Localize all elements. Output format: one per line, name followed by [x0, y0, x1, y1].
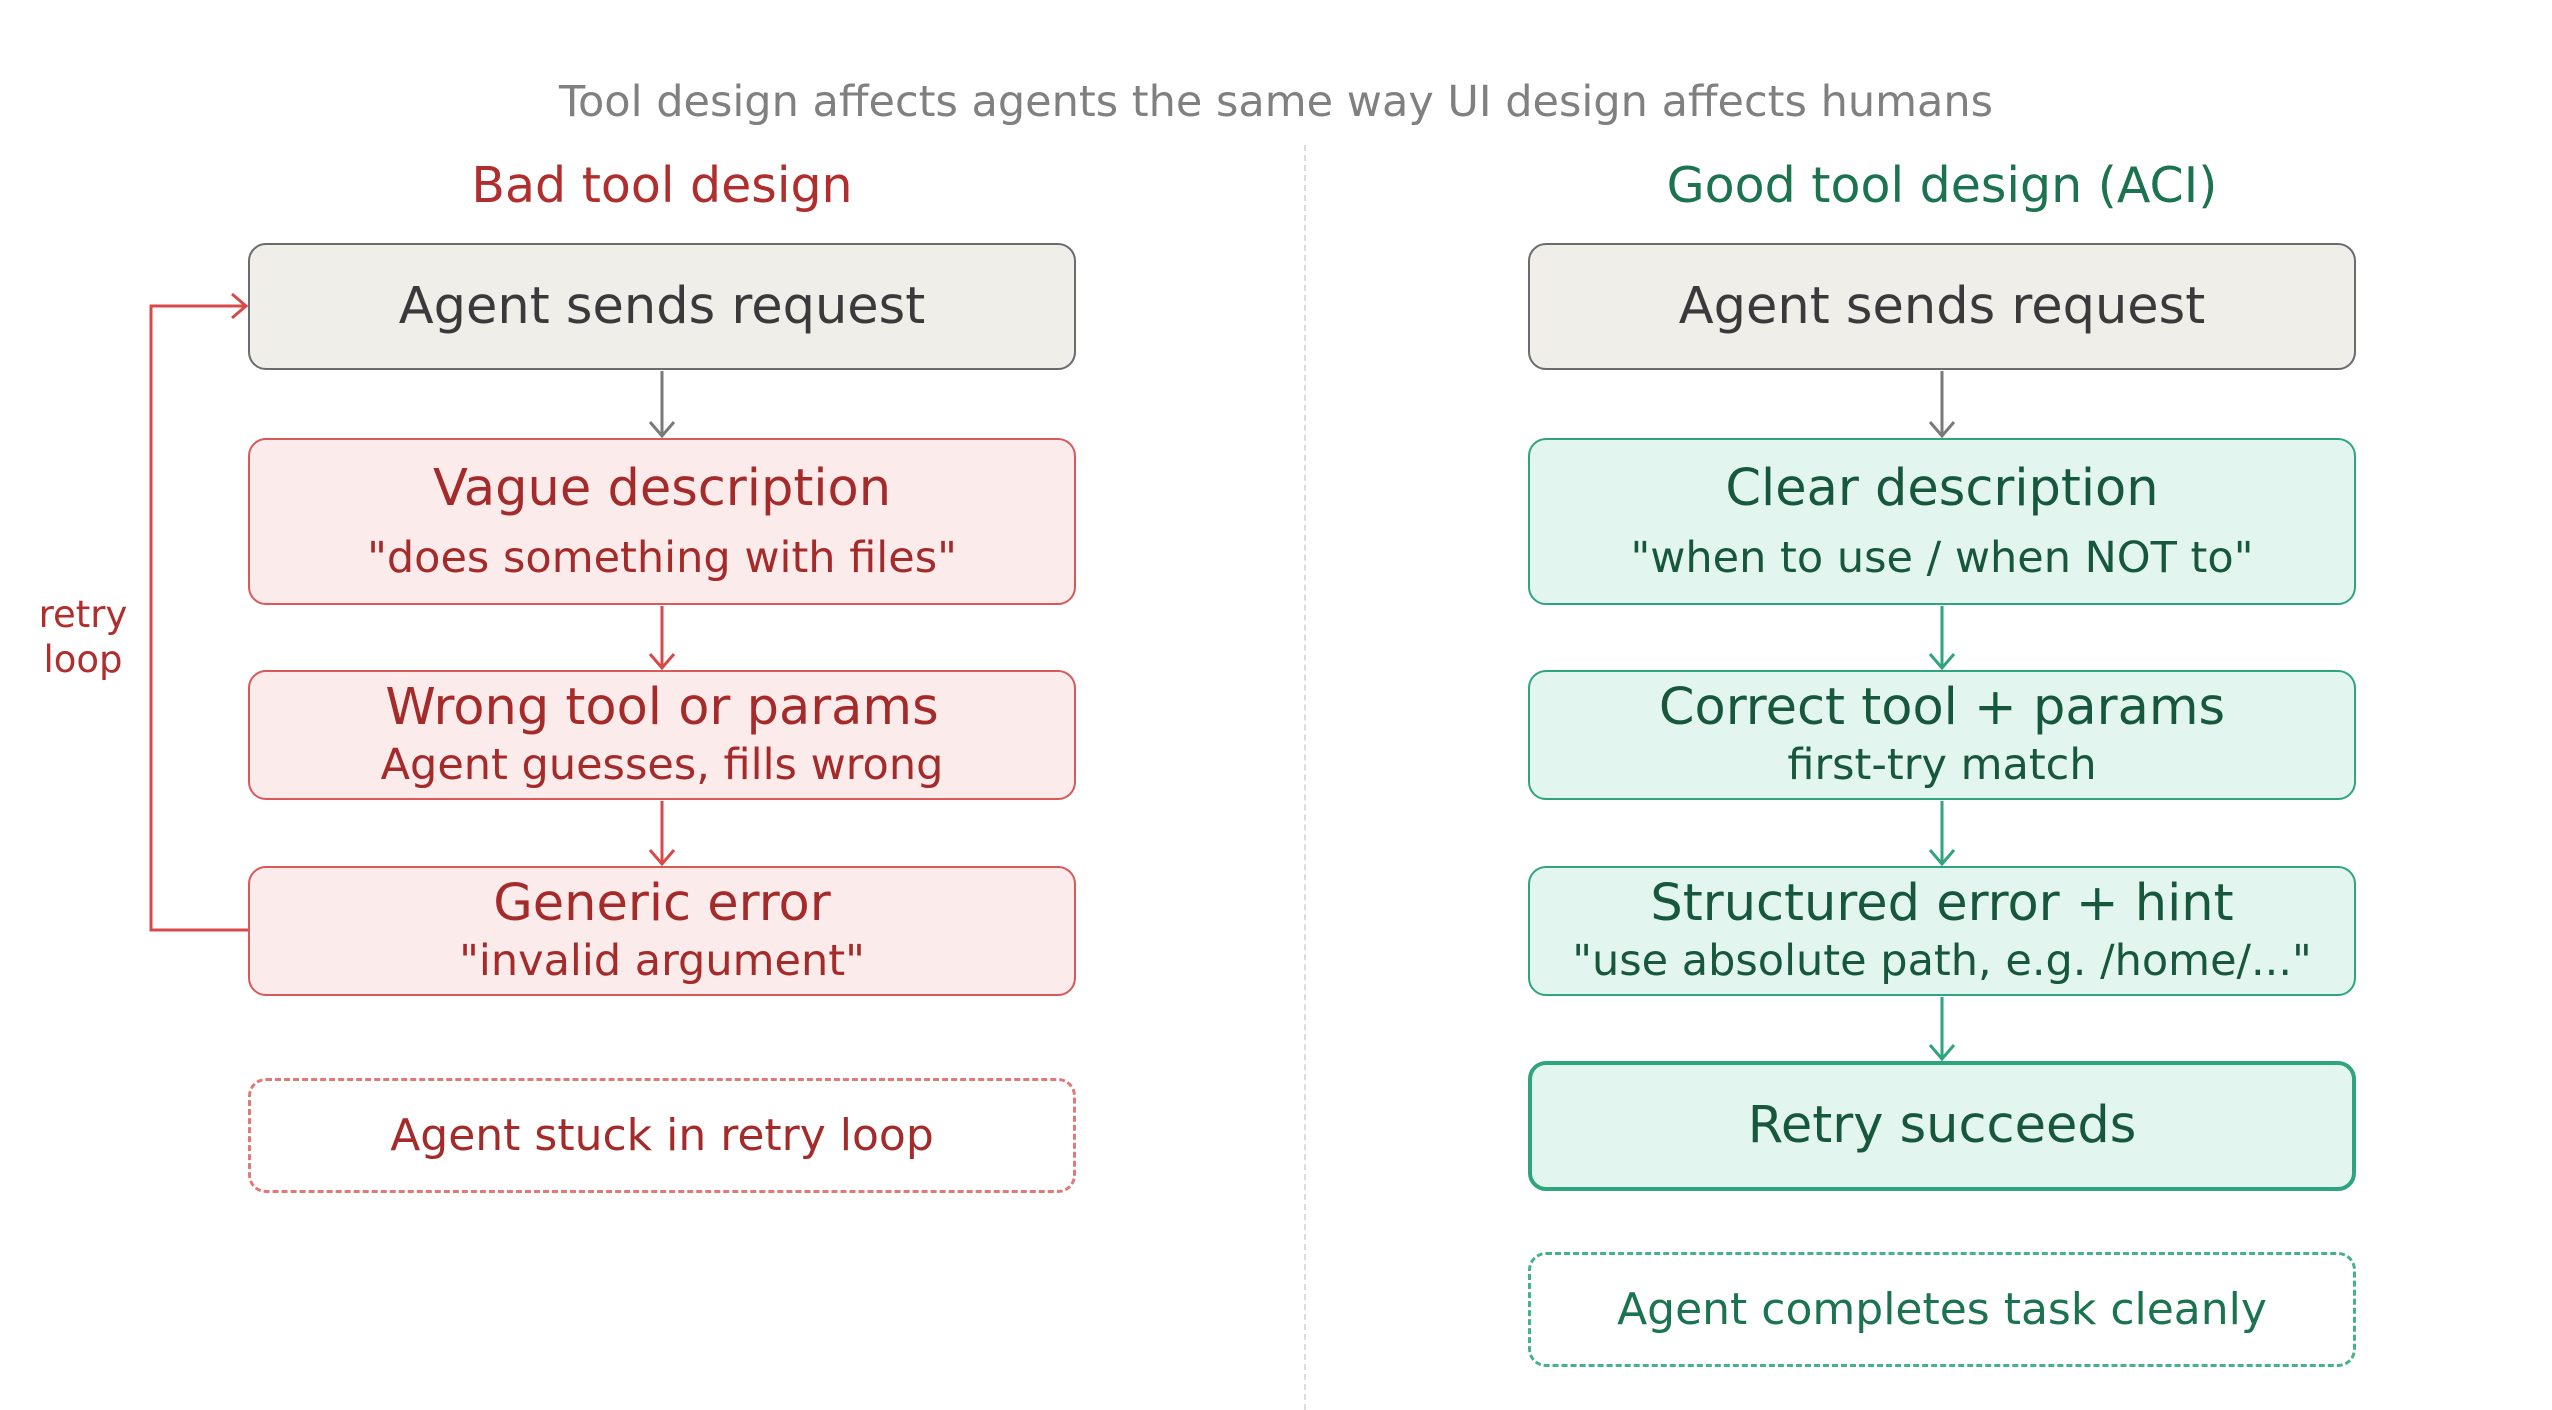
bad-arrow-wrong-to-error: [648, 801, 676, 867]
vague-description-box: Vague description "does something with f…: [248, 438, 1076, 605]
wrong-tool-box: Wrong tool or params Agent guesses, fill…: [248, 670, 1076, 800]
bad-outcome-box: Agent stuck in retry loop: [248, 1078, 1076, 1193]
wrong-tool-detail: Agent guesses, fills wrong: [380, 740, 944, 790]
retry-succeeds-label: Retry succeeds: [1747, 1096, 2137, 1155]
good-arrow-correct-to-structured: [1928, 801, 1956, 867]
vague-description-title: Vague description: [432, 458, 892, 518]
good-arrow-structured-to-retry: [1928, 997, 1956, 1062]
generic-error-title: Generic error: [493, 874, 831, 933]
good-outcome-box: Agent completes task cleanly: [1528, 1252, 2356, 1367]
structured-error-box: Structured error + hint "use absolute pa…: [1528, 866, 2356, 996]
vague-description-example: "does something with files": [367, 532, 957, 583]
wrong-tool-title: Wrong tool or params: [385, 678, 939, 737]
good-outcome-label: Agent completes task cleanly: [1617, 1283, 2267, 1335]
correct-tool-title: Correct tool + params: [1658, 678, 2226, 737]
good-arrow-clear-to-correct: [1928, 606, 1956, 671]
correct-tool-detail: first-try match: [1787, 740, 2097, 790]
generic-error-example: "invalid argument": [459, 936, 865, 986]
retry-loop-label-line2: loop: [43, 638, 123, 681]
good-agent-request-box: Agent sends request: [1528, 243, 2356, 370]
structured-error-title: Structured error + hint: [1650, 874, 2234, 933]
bad-arrow-vague-to-wrong: [648, 606, 676, 671]
clear-description-box: Clear description "when to use / when NO…: [1528, 438, 2356, 605]
bad-agent-request-box: Agent sends request: [248, 243, 1076, 370]
bad-agent-request-label: Agent sends request: [398, 276, 926, 336]
correct-tool-box: Correct tool + params first-try match: [1528, 670, 2356, 800]
bad-outcome-label: Agent stuck in retry loop: [390, 1109, 934, 1161]
retry-succeeds-box: Retry succeeds: [1528, 1061, 2356, 1191]
structured-error-hint: "use absolute path, e.g. /home/...": [1572, 936, 2312, 986]
clear-description-title: Clear description: [1725, 458, 2159, 518]
bad-design-heading: Bad tool design: [471, 157, 853, 214]
page-title: Tool design affects agents the same way …: [559, 77, 1993, 127]
generic-error-box: Generic error "invalid argument": [248, 866, 1076, 996]
retry-loop-label: retry loop: [28, 592, 138, 682]
clear-description-example: "when to use / when NOT to": [1630, 532, 2254, 583]
bad-arrow-request-to-vague: [648, 371, 676, 439]
retry-loop-arrow: [149, 292, 249, 932]
good-arrow-request-to-clear: [1928, 371, 1956, 439]
retry-loop-label-line1: retry: [38, 593, 128, 636]
good-design-heading: Good tool design (ACI): [1666, 157, 2218, 214]
column-divider: [1304, 145, 1306, 1410]
good-agent-request-label: Agent sends request: [1678, 276, 2206, 336]
